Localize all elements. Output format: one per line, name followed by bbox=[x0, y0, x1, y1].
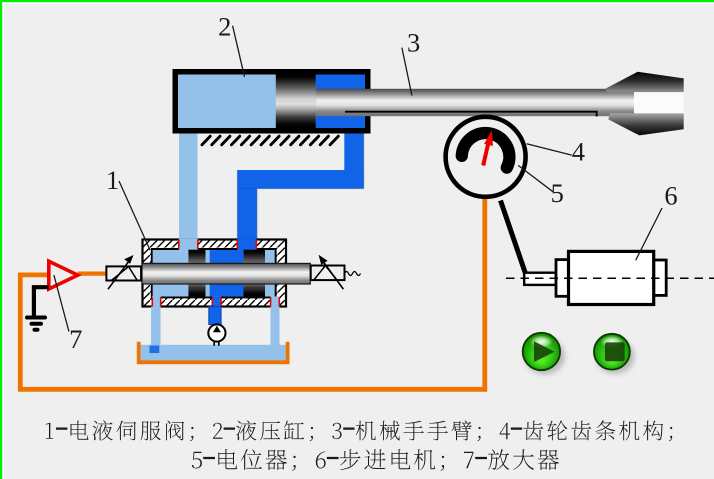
svg-text:6: 6 bbox=[664, 181, 677, 211]
svg-text:2: 2 bbox=[218, 12, 231, 42]
svg-text:5: 5 bbox=[551, 178, 564, 208]
svg-text:3: 3 bbox=[407, 27, 420, 57]
svg-text:4: 4 bbox=[572, 137, 585, 167]
svg-text:1: 1 bbox=[106, 165, 119, 195]
svg-text:7: 7 bbox=[69, 324, 82, 354]
